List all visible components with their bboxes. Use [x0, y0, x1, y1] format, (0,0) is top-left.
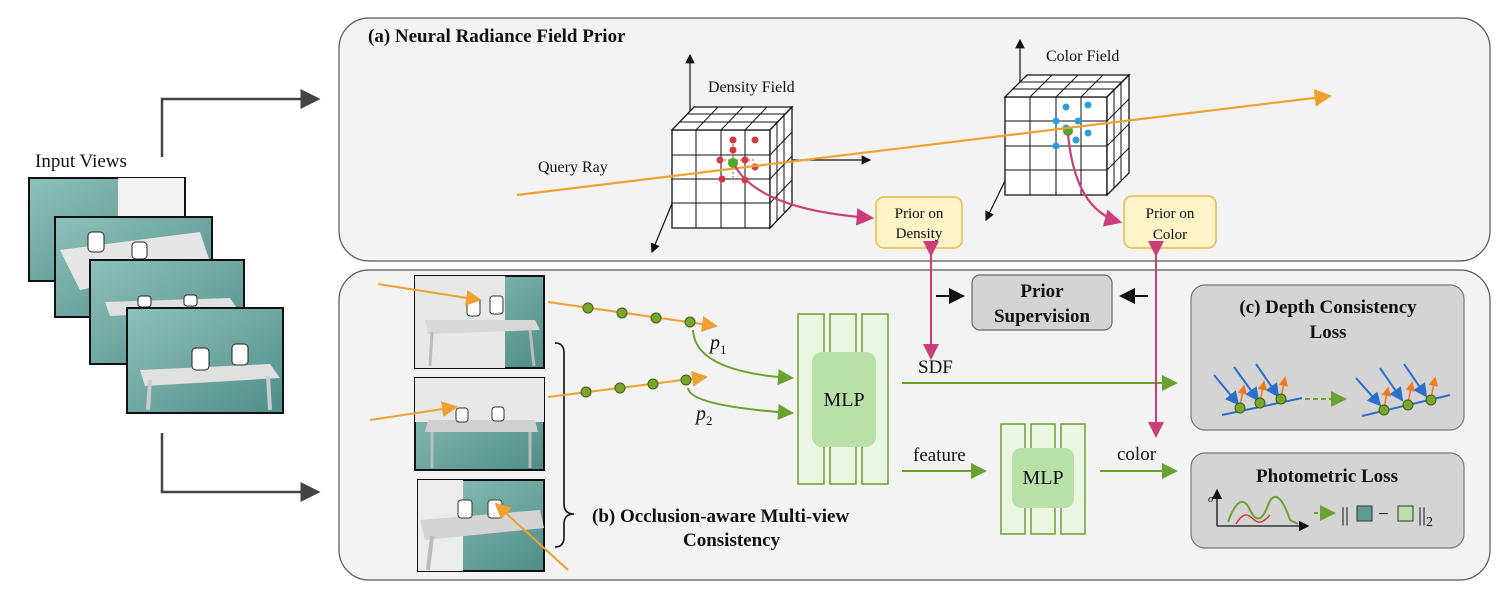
prior-supervision-line2: Supervision — [994, 306, 1091, 327]
reference-view-2 — [414, 377, 545, 471]
color-field-label: Color Field — [1046, 48, 1119, 65]
sample-ray-2 — [547, 370, 708, 398]
query-ray-label: Query Ray — [538, 159, 608, 176]
input-views-group: Input Views — [28, 89, 321, 502]
input-views-label: Input Views — [35, 151, 127, 172]
photo-norm-left: || — [1341, 504, 1349, 526]
photo-loss-sigma: σ — [1208, 493, 1214, 505]
view-bracket — [554, 342, 575, 548]
panel-b: p1 p2 MLP MLP SDF feature color Prior — [338, 241, 1491, 581]
sample-ray-1 — [547, 301, 718, 332]
color-to-prior-arrow — [1066, 133, 1123, 227]
prior-color-box: Prior on Color — [1123, 195, 1217, 249]
mlp-color: MLP — [1000, 423, 1086, 535]
prior-color-line1: Prior on — [1146, 206, 1195, 222]
photometric-loss-box: Photometric Loss σ || − ||2 — [1190, 452, 1465, 549]
prior-supervision-box: Prior Supervision — [971, 274, 1113, 331]
reference-view-3 — [417, 479, 545, 572]
prior-density-line1: Prior on — [895, 206, 944, 222]
prior-density-line2: Density — [896, 226, 943, 242]
photo-minus: − — [1378, 504, 1389, 525]
panel-b-title-line2: Consistency — [683, 530, 781, 551]
mlp-main-label: MLP — [823, 389, 864, 411]
photo-loss-title: Photometric Loss — [1256, 466, 1398, 487]
ray-view-3 — [494, 502, 569, 571]
mlp-color-label: MLP — [1022, 467, 1063, 489]
density-to-prior-arrow — [734, 165, 875, 226]
depth-loss-line1: (c) Depth Consistency — [1239, 297, 1417, 318]
depth-loss-line2: Loss — [1310, 322, 1347, 343]
feature-label: feature — [913, 445, 966, 466]
density-field-cube — [650, 53, 872, 254]
panel-a: (a) Neural Radiance Field Prior — [338, 17, 1491, 262]
p1-label: p1 — [708, 332, 727, 357]
density-field-label: Density Field — [708, 79, 795, 96]
reference-view-1 — [414, 275, 545, 369]
photo-norm-right: ||2 — [1418, 504, 1433, 530]
input-view-4 — [126, 307, 284, 414]
p2-arrow — [687, 387, 794, 421]
query-ray — [516, 89, 1333, 197]
color-label: color — [1117, 444, 1157, 465]
prior-color-line2: Color — [1153, 227, 1187, 243]
p2-label: p2 — [694, 403, 713, 428]
depth-consistency-loss-box: (c) Depth Consistency Loss — [1190, 284, 1465, 431]
mlp-main: MLP — [797, 313, 889, 485]
panel-b-title-line1: (b) Occlusion-aware Multi-view — [592, 506, 849, 527]
prior-supervision-line1: Prior — [1020, 281, 1064, 302]
p1-arrow — [692, 329, 794, 386]
prior-density-box: Prior on Density — [875, 196, 963, 249]
ray-view-1 — [377, 283, 482, 306]
panel-a-title: (a) Neural Radiance Field Prior — [368, 26, 626, 47]
sdf-label: SDF — [918, 357, 953, 378]
ray-view-2 — [369, 401, 458, 421]
